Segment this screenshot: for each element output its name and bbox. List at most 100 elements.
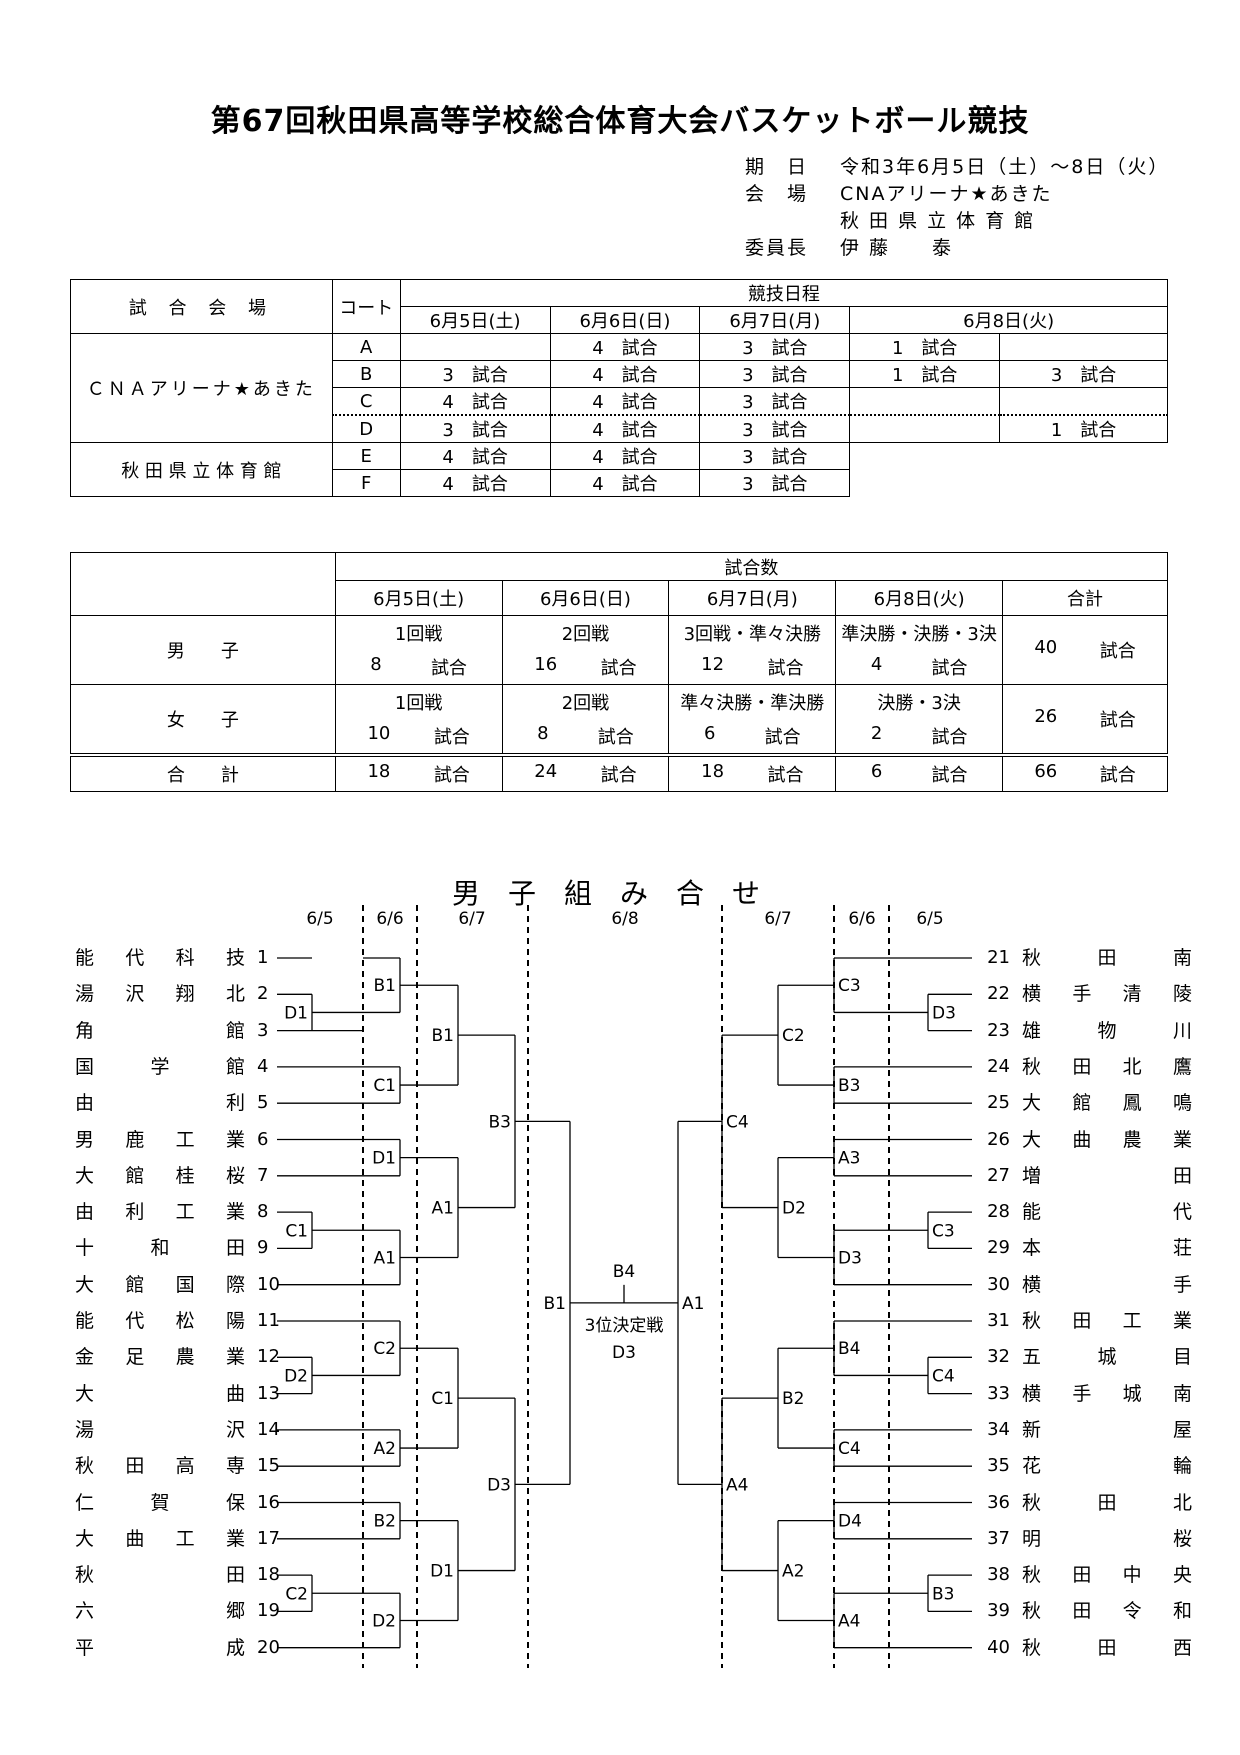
boys-total: 40 [1034,637,1058,658]
game-code: D1 [372,1149,396,1169]
team-name: 秋田北 [1022,1491,1192,1514]
team-number: 2 [257,983,269,1005]
round-label: 2回戦 [501,615,670,650]
games-cell: 1 試合 [999,414,1168,443]
unit-label: 試合 [1099,710,1136,731]
count-value: 12 [701,654,725,675]
date-label: 期 日 [745,156,809,178]
girls-total: 26 [1034,706,1058,727]
team-name: 秋田高専 [75,1455,245,1478]
count-value: 8 [370,654,382,675]
team-name: 横手 [1022,1273,1192,1296]
date-label: 6/6 [848,909,875,929]
team-number: 17 [257,1527,280,1549]
team-name: 湯沢 [75,1418,245,1441]
games-cell: 1 試合 [849,333,1001,361]
team-number: 18 [257,1564,280,1586]
round-label: 準決勝・決勝・3決 [835,615,1004,650]
team-name: 横手城南 [1022,1382,1192,1405]
team-number: 25 [987,1092,1010,1114]
games-cell: 3 試合 [699,387,851,416]
team-entry: 34 新屋 [976,1415,1192,1445]
game-code: B2 [374,1512,396,1532]
venue-header: 試 合 会 場 [70,279,333,334]
round-label: 3回戦・準々決勝 [668,615,837,650]
games-cell [399,333,551,361]
team-name: 大館鳳鳴 [1022,1092,1192,1115]
game-code: C2 [782,1026,805,1046]
games-cell [849,414,1001,443]
team-number: 14 [257,1418,280,1440]
team-number: 5 [257,1092,269,1114]
day-header: 6月7日(月) [699,306,851,334]
team-number: 9 [257,1237,269,1259]
team-number: 28 [987,1201,1010,1223]
game-code: C3 [932,1221,955,1241]
total-header: 合計 [1002,580,1168,616]
team-number: 12 [257,1346,280,1368]
games-cell [849,387,1001,416]
games-cell: 3 試合 [999,360,1168,388]
team-name: 湯沢翔北 [75,983,245,1006]
team-number: 34 [987,1418,1010,1440]
game-code: B3 [489,1112,511,1132]
games-cell: 3 試合 [699,360,851,388]
unit-label: 試合 [931,727,968,748]
day-header: 6月5日(土) [334,580,503,616]
court-cell: C [331,387,401,416]
count-value: 6 [870,761,883,782]
date-label: 6/5 [916,909,943,929]
team-number: 20 [257,1636,280,1658]
sum-total: 66 [1034,761,1058,782]
games-cell: 4 試合 [549,414,701,443]
court-cell: D [331,414,401,443]
game-code: C2 [285,1584,308,1604]
games-cell: 3 試合 [699,414,851,443]
games-cell: 3 試合 [699,469,851,497]
team-name: 大館桂桜 [75,1164,245,1187]
team-number: 22 [987,983,1010,1005]
date-label: 6/7 [764,909,791,929]
team-name: 大曲工業 [75,1527,245,1550]
unit-label: 試合 [430,658,467,679]
games-cell: 1 試合 [849,360,1001,388]
count-value: 24 [534,761,558,782]
game-code: D2 [372,1611,396,1631]
team-name: 新屋 [1022,1418,1192,1441]
game-code: A1 [682,1294,704,1314]
team-name: 秋田 [75,1564,245,1587]
team-number: 26 [987,1128,1010,1150]
team-number: 15 [257,1455,280,1477]
team-number: 1 [257,947,269,968]
team-name: 六郷 [75,1600,245,1623]
game-code: A4 [838,1611,860,1631]
venue-label: 会 場 [745,183,809,205]
games-cell: 4 試合 [549,333,701,361]
game-code: A2 [374,1439,396,1459]
team-number: 4 [257,1055,269,1077]
day-header: 6月8日(火) [849,306,1168,334]
team-name: 秋田令和 [1022,1600,1192,1623]
team-name: 仁賀保 [75,1491,245,1514]
game-code: D1 [284,1003,308,1023]
team-number: 39 [987,1600,1010,1622]
court-cell: A [331,333,401,361]
round-label: 1回戦 [334,684,503,719]
team-name: 花輪 [1022,1455,1192,1478]
game-code: C1 [373,1076,396,1096]
